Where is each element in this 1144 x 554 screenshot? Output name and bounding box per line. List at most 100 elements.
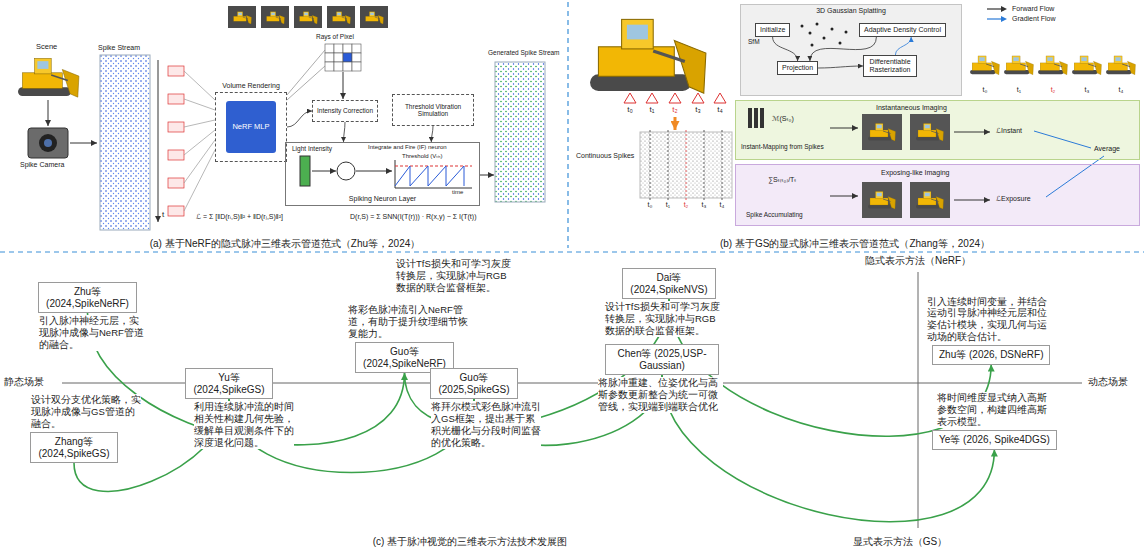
- flow-connector: [287, 111, 312, 127]
- render-region: Volume RenderingNeRF MLP: [215, 92, 287, 162]
- output-view: [1004, 56, 1033, 75]
- legend-row: Forward Flow: [986, 5, 1054, 13]
- rendered-view: [910, 114, 950, 150]
- annotation-text: 显式表示方法（GS）: [853, 536, 947, 548]
- rendered-views: [228, 6, 388, 28]
- annotation-text: t₂: [672, 105, 677, 115]
- scene-bulldozer: [18, 58, 79, 97]
- method-description: 引入脉冲神经元层，实现脉冲成像与NeRF管道的融合。: [39, 315, 144, 351]
- membrane-potential: [395, 166, 464, 186]
- method-name: Yu等 (2024,SpikeGS): [192, 372, 266, 395]
- annotation-text: t₃: [702, 201, 707, 209]
- annotation-text: Integrate and Fire (IF) neuron: [368, 144, 447, 151]
- method-box: Zhu等 (2026, DSNeRF)引入连续时间变量，并结合运动引导脉冲神经元…: [932, 345, 1050, 365]
- spike-stream: [100, 55, 150, 230]
- annotation-text: t₀: [627, 105, 633, 115]
- legend-sample: [986, 15, 1008, 23]
- orange-arrow: [674, 117, 677, 130]
- sample-head: [1001, 16, 1007, 22]
- flow-connector: [773, 37, 798, 61]
- panel-title: Instantaneous Imaging: [876, 104, 947, 112]
- process-box: Threshold Vibration Simulation: [392, 94, 474, 126]
- process-box: Initialize: [755, 23, 790, 37]
- method-description: 将时间维度显式纳入高斯参数空间，构建四维高斯表示模型。: [937, 392, 1055, 428]
- annotation-text: Generated Spike Stream: [488, 49, 560, 57]
- separator-line: [0, 251, 1144, 252]
- output-view: [1038, 56, 1067, 75]
- panel-separators: [0, 2, 1144, 252]
- spike-camera: [28, 128, 68, 158]
- panel-title: Exposing-like Imaging: [881, 169, 949, 177]
- annotation-text: (c) 基于脉冲视觉的三维表示方法技术发展图: [373, 536, 567, 548]
- annotation-text: ∑Sₜ₍ₜ₀₎/Tₜ: [768, 176, 796, 184]
- ray-line: [287, 66, 325, 100]
- flow-connector: [895, 37, 911, 55]
- flow-arrow: [343, 72, 344, 99]
- box-label: Intensity Correction: [313, 107, 377, 114]
- sample-line: [987, 9, 1002, 10]
- timeline-axes: [62, 272, 1082, 528]
- annotation-text: t₄: [720, 201, 725, 209]
- annotation-text: t₄: [1119, 86, 1124, 94]
- annotation-text: Spike Camera: [20, 161, 64, 169]
- output-view: [970, 56, 999, 75]
- camera-poses: [168, 66, 215, 216]
- annotation-text: t₁: [666, 201, 670, 209]
- annotation-text: (a) 基于NeRF的隐式脉冲三维表示管道范式（Zhu等，2024）: [150, 238, 421, 250]
- box-label: Adaptive Density Control: [864, 26, 941, 34]
- legend-text: Forward Flow: [1012, 5, 1054, 13]
- annotation-text: t₀: [983, 86, 988, 94]
- method-name: Ye等 (2026, Spike4DGS): [939, 434, 1050, 446]
- method-description: 将拜尔模式彩色脉冲流引入GS框架，提出基于累积光栅化与分段时间监督的优化策略。: [431, 401, 541, 449]
- panel-title: 3D Gaussian Splatting: [741, 7, 961, 15]
- process-box: Intensity Correction: [312, 100, 378, 122]
- mapping-icon: [748, 108, 764, 128]
- annotation-text: Instant-Mapping from Spikes: [741, 143, 824, 151]
- box-label: Differentiable Rasterization: [868, 58, 912, 74]
- flow-arrow: [830, 196, 858, 197]
- method-box: Chen等 (2025,USP-Gaussian)将脉冲重建、位姿优化与高斯参数…: [605, 344, 719, 375]
- rendered-view: [862, 182, 902, 218]
- method-name: Guo等 (2025,SpikeGS): [437, 372, 511, 395]
- continuous-spikes: [640, 132, 732, 198]
- annotation-text: Rays of Pixel: [316, 33, 354, 41]
- box-label: Projection: [782, 64, 813, 72]
- loss-line: [1034, 131, 1091, 148]
- annotation-text: 设计TfS损失和可学习灰度转换层，实现脉冲与RGB数据的联合监督框架。: [396, 258, 516, 294]
- method-description: 将彩色脉冲流引入NeRF管道，有助于提升纹理细节恢复能力。: [348, 304, 470, 340]
- annotation-text: Average: [1094, 145, 1120, 153]
- method-description: 利用连续脉冲流的时间相关性构建几何先验，缓解单目观测条件下的深度退化问题。: [194, 401, 294, 449]
- annotation-text: ℒ = Σ [‖D(rᵢ,S)‖² + ‖D(rⱼ,S)‖²]: [196, 213, 283, 221]
- gs-panel: 3D Gaussian SplattingInitialize Adaptive …: [740, 4, 962, 96]
- method-box: Yu等 (2024,SpikeGS)利用连续脉冲流的时间相关性构建几何先验，缓解…: [185, 368, 273, 399]
- flow-arrow: [954, 200, 990, 201]
- flow-arrow: [48, 100, 49, 126]
- instant-panel-ground: [735, 100, 1140, 160]
- nerf-pipeline-art: [18, 6, 545, 230]
- flow-arrow: [830, 128, 858, 129]
- flow-arrow: [312, 171, 336, 172]
- annotation-text: 隐式表示方法（NeRF）: [865, 255, 971, 267]
- annotation-text: ℳ(Sₜ₀): [772, 115, 794, 123]
- method-description: 引入连续时间变量，并结合运动引导脉冲神经元层和位姿估计模块，实现几何与运动场的联…: [927, 296, 1052, 344]
- annotation-text: (b) 基于GS的显式脉冲三维表示管道范式（Zhang等，2024）: [720, 238, 990, 250]
- annotation-text: t₃: [1085, 86, 1090, 94]
- box-label: Threshold Vibration Simulation: [393, 103, 473, 118]
- annotation-text: t₂: [1051, 86, 1056, 94]
- method-name: Dai等 (2024,SpikeNVS): [629, 272, 709, 295]
- annotation-text: Spike Stream: [98, 44, 140, 52]
- method-box: Guo等 (2025,SpikeGS)将拜尔模式彩色脉冲流引入GS框架，提出基于…: [430, 368, 518, 399]
- method-name: Zhu等 (2024,SpikeNeRF): [45, 286, 130, 309]
- gs-panel-ground: [740, 4, 962, 96]
- method-name: Chen等 (2025,USP-Gaussian): [612, 348, 712, 371]
- representation-axis: [918, 272, 919, 528]
- camera-frustums: [624, 93, 726, 103]
- annotation-text: Light Intensity: [292, 145, 332, 153]
- intensity-bar: [300, 156, 310, 186]
- process-box: Adaptive Density Control: [859, 23, 946, 37]
- flow-arrow: [954, 132, 990, 133]
- annotation-text: SfM: [748, 38, 760, 46]
- method-name: Zhu等 (2026, DSNeRF): [939, 349, 1043, 361]
- block-label: NeRF MLP: [226, 123, 276, 132]
- scene-bulldozer: [590, 19, 706, 93]
